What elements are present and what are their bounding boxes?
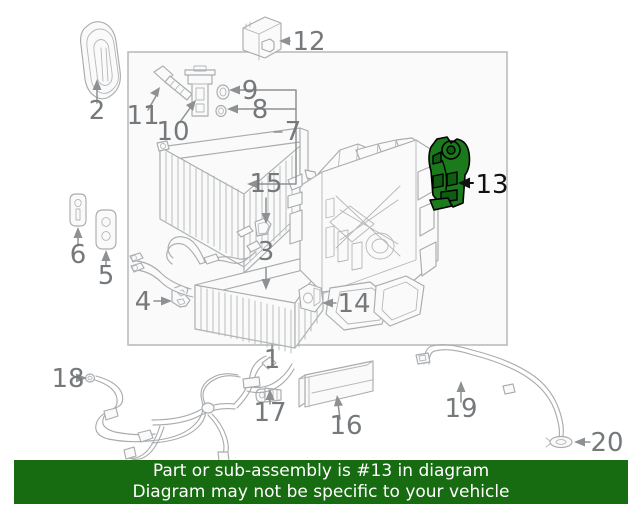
callout-label-5: 5 [98,261,115,291]
callout-leader-18 [76,373,87,383]
callout-leader-15 [261,197,271,224]
callout-label-1: 1 [264,345,281,375]
callout-leader-10 [179,100,196,123]
callout-label-6: 6 [70,240,87,270]
part-7-evaporator-core [156,127,318,274]
callout-label-13: 13 [475,170,508,200]
callout-leader-19 [456,381,466,403]
callout-leader-7 [235,89,297,189]
part-11-bolt [153,65,193,101]
part-14-damper-servo [298,283,324,313]
callout-leader-16 [334,395,343,420]
part-2-seal-grommet [79,21,121,100]
callout-leader-11 [147,87,160,111]
callout-label-8: 8 [252,95,269,125]
part-6-grommet-single [69,193,87,227]
part-15-pipe-clip [236,217,272,238]
callout-label-16: 16 [329,411,362,441]
part-12-bracket-cover [242,16,282,61]
part-16-cabin-air-filter [298,360,374,408]
part-1-hvac-case [287,137,439,331]
callout-label-12: 12 [292,27,325,57]
callout-leader-8 [227,104,247,114]
callout-leader-12 [279,36,291,46]
callout-leader-5 [101,250,111,267]
callout-label-19: 19 [444,394,477,424]
part-13-air-mix-servo-motor-highlighted [428,136,471,211]
callout-label-17: 17 [253,398,286,428]
part-18-wire-harness [84,355,295,463]
callout-label-4: 4 [135,287,152,317]
banner-line-1: Part or sub-assembly is #13 in diagram [152,461,490,481]
callout-label-10: 10 [156,117,189,147]
part-9-o-ring-large [216,84,230,100]
callout-label-15: 15 [249,169,282,199]
banner-line-2: Diagram may not be specific to your vehi… [132,482,510,502]
part-19-drain-hose [415,344,564,447]
callout-leader-14 [322,298,337,308]
callout-label-20: 20 [590,428,623,458]
part-20-drain-grommet [545,435,573,449]
callout-label-2: 2 [89,96,106,126]
callout-label-3: 3 [258,237,275,267]
part-notice-banner: Part or sub-assembly is #13 in diagram D… [14,460,628,504]
callout-leader-4 [153,296,172,306]
callout-leader-2 [92,79,102,104]
callout-label-7: 7 [285,117,302,147]
callout-leader-3 [261,267,271,290]
callout-leader-6 [73,227,83,247]
callout-leader-20 [574,437,591,447]
callout-label-9: 9 [242,76,259,106]
callout-label-11: 11 [126,101,159,131]
part-5-grommet-twin [95,209,117,250]
part-8-o-ring-small [215,104,227,118]
callout-label-14: 14 [337,289,370,319]
callout-leader-17 [265,389,275,405]
callout-leader-13 [458,177,474,189]
callout-label-18: 18 [51,364,84,394]
